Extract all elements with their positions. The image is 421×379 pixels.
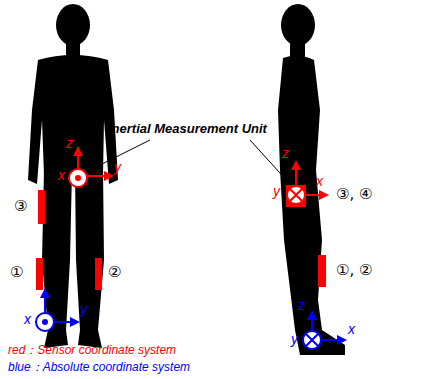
absolute-axes [36,290,78,331]
axis-label: x [58,168,65,183]
callout-number: ③ [14,198,27,215]
axis-label: z [282,146,289,161]
axis-label: y [273,184,280,199]
axis-label: y [114,160,121,175]
callout-number: ② [108,264,121,281]
front-silhouette [28,4,118,348]
axis-label: x [24,312,31,327]
axis-label: y [80,302,87,317]
absolute-axes [303,312,345,349]
callout-number: ③, ④ [336,186,372,203]
callout-number: ①, ② [336,262,372,279]
legend-note: blue：Absolute coordinate system [8,361,190,374]
part-name: Inertial Measurement Unit [108,122,267,136]
axis-label: x [316,174,323,189]
callout-number: ① [10,264,23,281]
axis-label: x [348,322,355,337]
leader-line [90,140,289,183]
side-silhouette [278,4,345,355]
sensor-axes [69,148,112,187]
axis-label: y [291,332,298,347]
callout-number: ④ [90,186,103,203]
imu-sensor [36,185,326,290]
axis-label: z [66,136,73,151]
legend-note: red：Sensor coordinate system [8,344,176,357]
axis-label: z [298,298,305,313]
sensor-axes [287,162,327,204]
